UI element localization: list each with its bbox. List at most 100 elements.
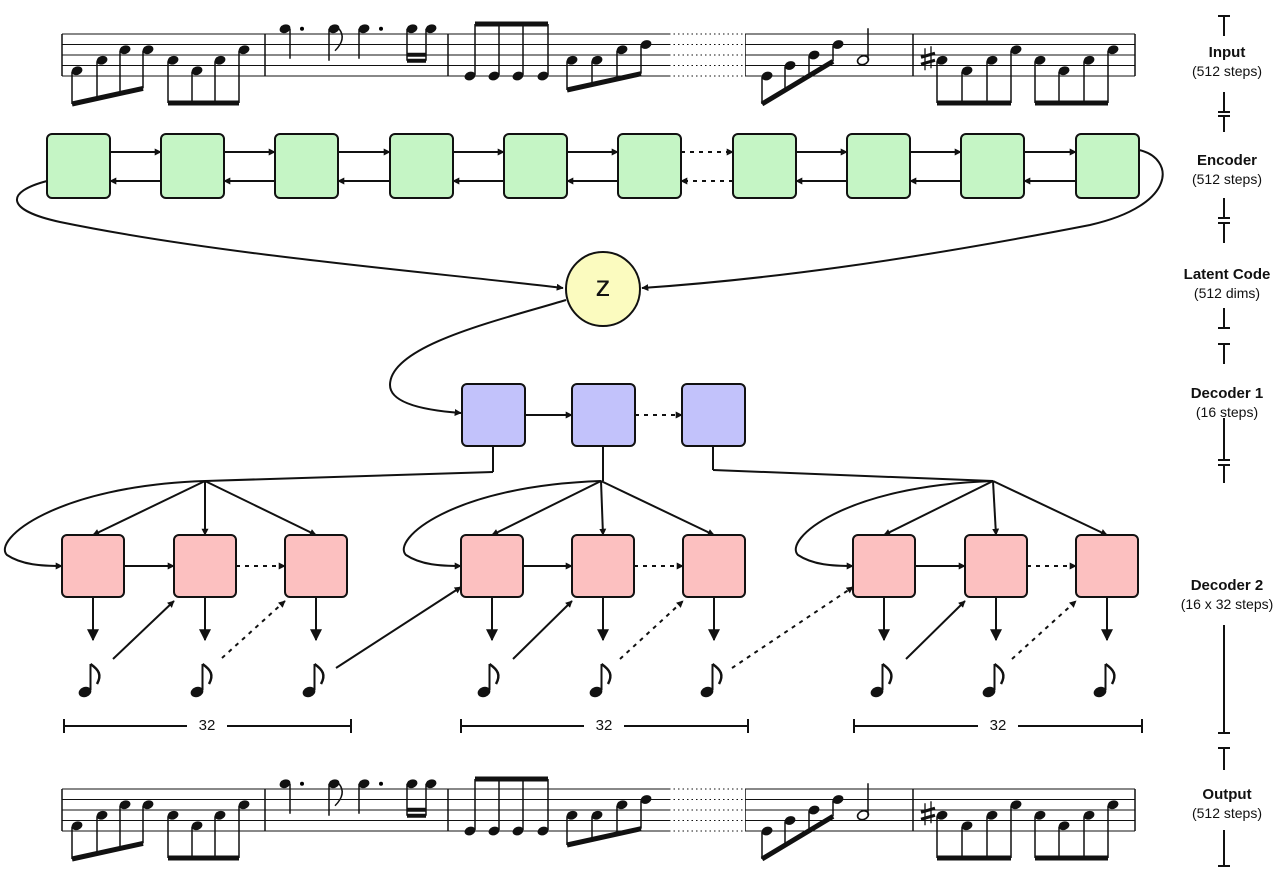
stage-label-latent: Latent Code (512 dims) xyxy=(1157,265,1284,302)
token-feedback-arrow xyxy=(512,600,573,660)
notehead xyxy=(566,55,578,65)
notehead xyxy=(761,71,773,81)
encoder-to-latent-arrow xyxy=(16,180,564,291)
beam xyxy=(71,840,144,862)
encoder-cell xyxy=(732,133,797,199)
notehead xyxy=(71,821,83,831)
stage-subtitle: (16 steps) xyxy=(1195,404,1259,420)
music-note-icon xyxy=(589,662,612,698)
decoder2-layer xyxy=(4,446,1139,642)
notehead xyxy=(640,40,652,49)
stage-title: Decoder 2 xyxy=(1190,577,1264,594)
span-label: 32 xyxy=(187,718,227,734)
notehead xyxy=(358,24,370,34)
encoder-layer xyxy=(46,133,1140,199)
notehead xyxy=(464,71,476,81)
encoder-cell xyxy=(1075,133,1140,199)
music-note-icon xyxy=(78,662,101,698)
conductor-to-decoder-arrow xyxy=(204,480,317,536)
sharp-icon xyxy=(920,46,936,71)
stage-label-decoder1: Decoder 1 (16 steps) xyxy=(1157,384,1284,421)
beam xyxy=(71,85,144,107)
notehead xyxy=(464,826,476,836)
beam xyxy=(566,71,642,93)
notehead xyxy=(167,810,179,820)
token-feedback-arrow xyxy=(221,600,286,659)
notehead xyxy=(191,66,203,76)
conductor-connector xyxy=(204,471,494,482)
notehead xyxy=(119,800,131,810)
conductor-cell xyxy=(681,383,746,447)
notehead xyxy=(279,24,291,34)
stage-title: Output xyxy=(1202,786,1252,803)
token-feedback-arrow xyxy=(335,586,462,669)
encoder-cell xyxy=(960,133,1025,199)
notehead xyxy=(142,800,154,810)
beam xyxy=(760,814,835,862)
notehead xyxy=(328,24,340,34)
music-note-icon xyxy=(1093,662,1116,698)
notehead xyxy=(832,40,844,49)
decoder1-layer xyxy=(461,383,746,447)
stage-label-encoder: Encoder (512 steps) xyxy=(1157,151,1284,188)
dot xyxy=(300,781,304,786)
stage-title: Input xyxy=(1208,44,1246,61)
notehead xyxy=(616,800,628,810)
stage-label-output: Output (512 steps) xyxy=(1157,785,1284,822)
latent-symbol: z xyxy=(595,270,611,303)
token-feedback-arrow xyxy=(112,600,175,660)
encoder-cell xyxy=(274,133,339,199)
notehead xyxy=(1058,821,1070,831)
dot xyxy=(379,26,383,31)
stage-title: Encoder xyxy=(1196,152,1257,169)
bottom-decoder-cell xyxy=(571,534,635,598)
notehead xyxy=(537,826,549,836)
conductor-to-decoder-arrow xyxy=(794,480,994,570)
conductor-cell xyxy=(461,383,526,447)
stage-label-decoder2: Decoder 2 (16 x 32 steps) xyxy=(1157,576,1284,613)
latent-to-decoder-arrow xyxy=(388,299,567,417)
notehead xyxy=(1058,66,1070,76)
notehead xyxy=(566,810,578,820)
notehead xyxy=(936,55,948,65)
notehead xyxy=(640,795,652,804)
span-label: 32 xyxy=(978,718,1018,734)
conductor-to-decoder-arrow xyxy=(883,480,994,536)
notehead xyxy=(238,800,250,810)
notehead xyxy=(832,795,844,804)
beam xyxy=(760,59,835,107)
encoder-cell xyxy=(617,133,682,199)
conductor-to-decoder-arrow xyxy=(599,480,607,536)
bottom-decoder-cell xyxy=(284,534,348,598)
conductor-to-decoder-arrow xyxy=(92,480,206,536)
music-note-icon xyxy=(190,662,213,698)
beam xyxy=(566,826,642,848)
notehead xyxy=(406,24,418,34)
encoder-cell xyxy=(160,133,225,199)
notehead xyxy=(214,55,226,65)
flag xyxy=(334,28,343,52)
conductor-cell xyxy=(571,383,636,447)
notehead xyxy=(808,50,820,60)
token-feedback-arrow xyxy=(1011,600,1077,660)
notehead xyxy=(406,779,418,789)
notehead xyxy=(986,810,998,820)
stage-title: Latent Code xyxy=(1183,266,1271,283)
encoder-to-latent-arrow xyxy=(641,149,1164,292)
stage-subtitle: (512 dims) xyxy=(1193,285,1261,301)
notehead xyxy=(591,810,603,820)
token-feedback-arrow xyxy=(619,600,684,660)
dot xyxy=(300,26,304,31)
bottom-decoder-cell xyxy=(1075,534,1139,598)
dot xyxy=(379,781,383,786)
notehead xyxy=(512,71,524,81)
music-staff xyxy=(61,776,1136,862)
bottom-decoder-cell xyxy=(682,534,746,598)
stage-subtitle: (512 steps) xyxy=(1191,805,1263,821)
notehead xyxy=(167,55,179,65)
music-staff xyxy=(61,21,1136,107)
notehead xyxy=(1034,810,1046,820)
notehead xyxy=(1107,800,1119,810)
conductor-to-decoder-arrow xyxy=(491,480,602,536)
